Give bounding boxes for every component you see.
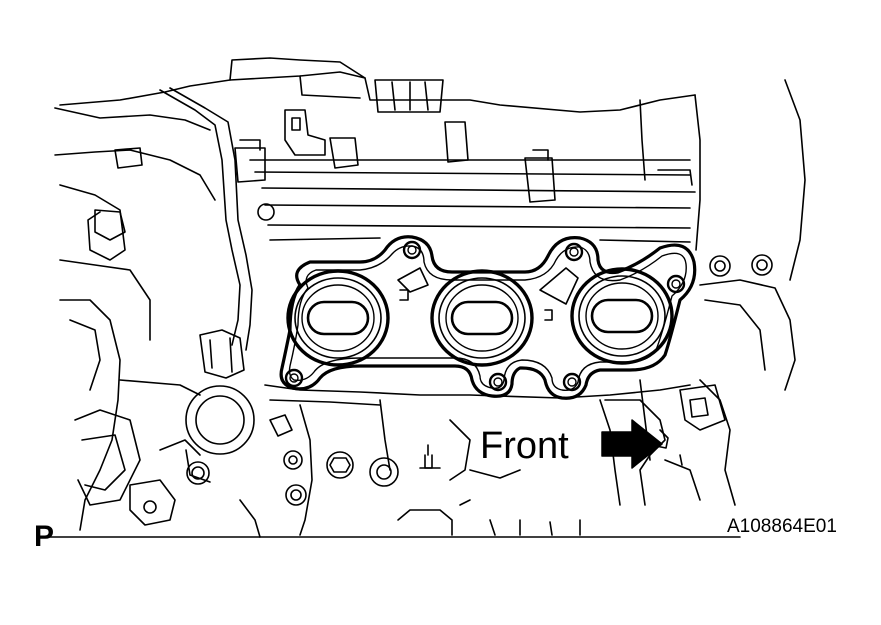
front-label: Front xyxy=(478,424,571,468)
engine-block-outline xyxy=(49,57,806,538)
exhaust-port-3 xyxy=(570,267,674,365)
figure-id: A108864E01 xyxy=(727,516,837,537)
exhaust-port-2 xyxy=(430,269,534,367)
corner-letter: P xyxy=(34,520,55,553)
exhaust-port-1 xyxy=(286,269,390,367)
exhaust-manifold-gasket xyxy=(279,235,697,400)
front-arrow-icon xyxy=(601,419,663,469)
